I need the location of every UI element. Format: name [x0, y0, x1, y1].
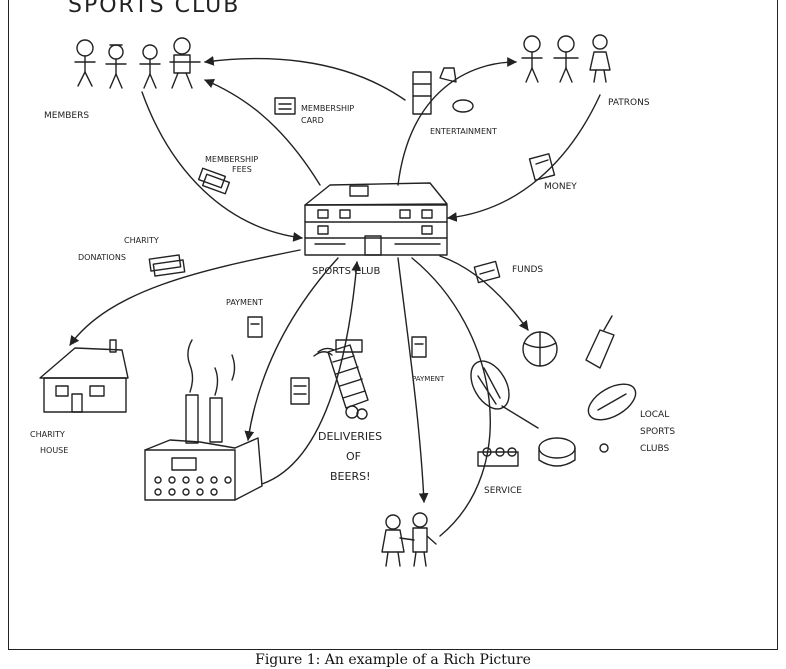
donation-notes-icon [148, 254, 186, 277]
membership-card-icon [274, 97, 296, 115]
arrow-membership-card [204, 78, 321, 186]
deliveries-label: DELIVERIES OF BEERS! [318, 430, 386, 483]
money-notes-icon [197, 167, 231, 195]
funds-label: FUNDS [512, 265, 543, 275]
figure-caption: Figure 1: An example of a Rich Picture [255, 652, 531, 668]
beer-crates-icon [313, 339, 369, 420]
membership-fees-label: MEMBERSHIP FEES [205, 155, 261, 174]
entertainment-label: ENTERTAINMENT [430, 127, 497, 136]
local-sports-clubs-label-line: SPORTS [640, 427, 675, 437]
membership-fees-label-line: FEES [232, 165, 252, 174]
arrow-money [447, 94, 601, 222]
arrow-funds [439, 255, 529, 331]
money-label: MONEY [544, 182, 577, 192]
patrons-label: PATRONS [608, 98, 650, 108]
charity-donations-label-line: DONATIONS [78, 253, 126, 262]
deliveries-label-line: BEERS! [330, 470, 370, 483]
arrow-membership-fees [141, 91, 303, 242]
couple-icon [381, 512, 437, 567]
charity-house-label-line: HOUSE [40, 446, 68, 455]
membership-fees-label-line: MEMBERSHIP [205, 155, 258, 164]
arrow-charity-donations [69, 249, 301, 346]
membership-card-label: MEMBERSHIP CARD [301, 104, 357, 125]
funds-notes-icon [473, 260, 501, 284]
membership-card-label-line: CARD [301, 116, 324, 125]
deliveries-label-line: OF [346, 450, 361, 463]
sports-equipment-icon [470, 315, 637, 467]
local-sports-clubs-label-line: CLUBS [640, 444, 669, 454]
payment-note-icon-brewery [247, 316, 263, 338]
arrow-entertainment [397, 57, 517, 186]
arrow-deliveries [261, 261, 362, 485]
charity-donations-label: CHARITY DONATIONS [78, 236, 161, 262]
arrow-payment-couple [397, 257, 429, 503]
local-sports-clubs-label-line: LOCAL [640, 410, 669, 420]
brewery-factory-icon [144, 339, 263, 501]
hub-label: SPORTS CLUB [312, 266, 380, 277]
service-items-icon [477, 447, 519, 467]
patrons-group-icon [521, 34, 611, 83]
charity-donations-label-line: CHARITY [124, 236, 159, 245]
diagram-title: SPORTS CLUB [68, 0, 240, 18]
members-group-icon [74, 37, 201, 89]
members-label: MEMBERS [44, 111, 89, 121]
charity-house-label-line: CHARITY [30, 430, 65, 439]
membership-card-label-line: MEMBERSHIP [301, 104, 354, 113]
patron-money-icon [528, 153, 556, 181]
arrow-service [411, 257, 491, 537]
deliveries-label-line: DELIVERIES [318, 430, 382, 443]
sports-club-building-icon [304, 182, 448, 256]
payment-note-icon-couple [411, 336, 427, 358]
picture-frame [8, 0, 778, 650]
service-label: SERVICE [484, 486, 522, 496]
local-sports-clubs-label: LOCAL SPORTS CLUBS [640, 410, 678, 454]
payment-brewery-label: PAYMENT [226, 298, 263, 307]
arrow-payment-brewery [244, 257, 339, 441]
charity-house-icon [39, 339, 129, 413]
charity-house-label: CHARITY HOUSE [30, 430, 68, 455]
delivery-note-icon [290, 377, 310, 405]
payment-couple-label: PAYMENT [412, 375, 445, 383]
arrow-to-members-from-top [204, 56, 406, 101]
